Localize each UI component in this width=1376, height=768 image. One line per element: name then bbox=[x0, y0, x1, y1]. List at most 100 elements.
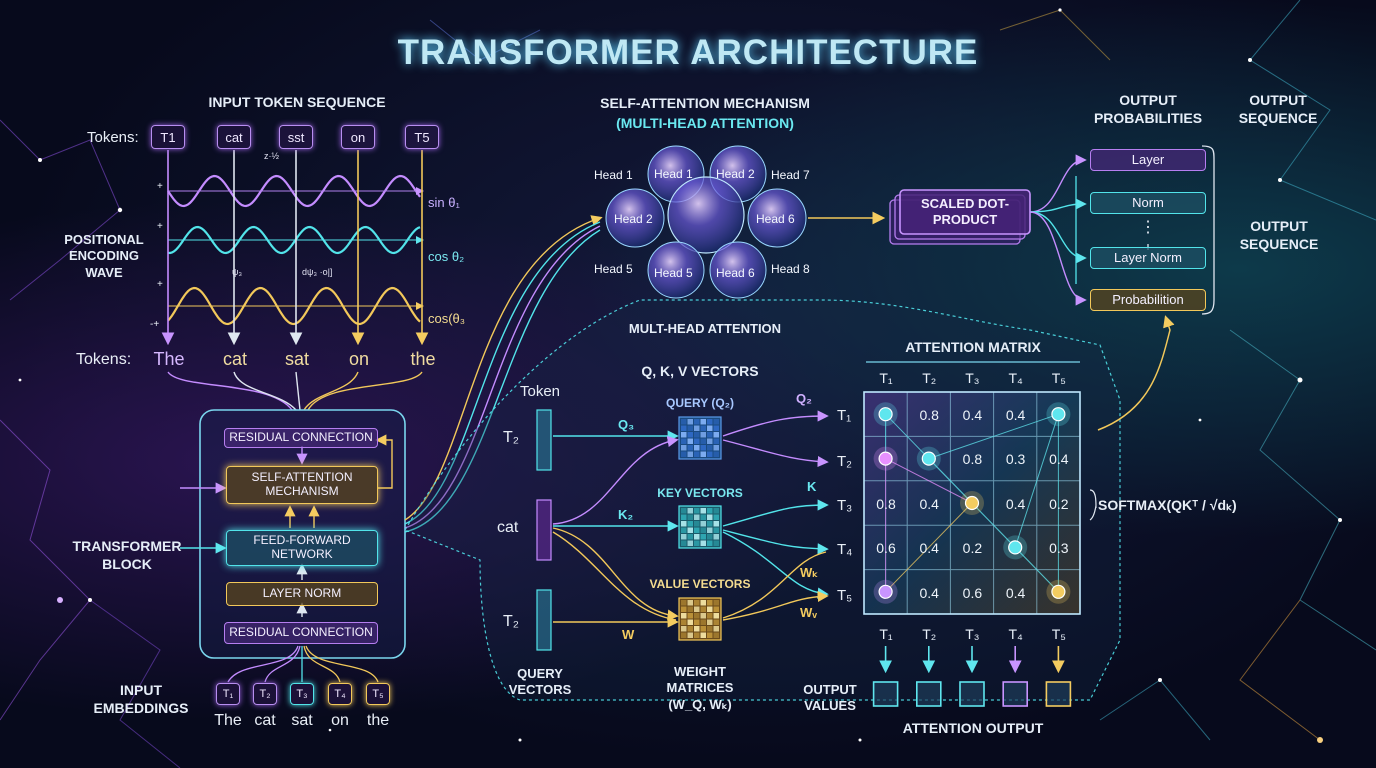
matrix-node-2 bbox=[1051, 407, 1066, 422]
output-probabilities-heading: OUTPUT PROBABILITIES bbox=[1088, 92, 1208, 127]
arrow-label-q2: Q₂ bbox=[796, 391, 812, 406]
output-layer-norm-box: Layer Norm bbox=[1090, 247, 1206, 269]
positional-label-line-3: WAVE bbox=[85, 264, 123, 280]
bottom-token-4: on bbox=[348, 349, 370, 369]
wave-annotation-2: ψ₃ bbox=[232, 267, 243, 277]
matrix-node-5 bbox=[964, 495, 980, 511]
matrix-cell-4-2: 0.4 bbox=[919, 540, 939, 557]
matrix-cell-2-4: 0.3 bbox=[1005, 451, 1026, 468]
output-values-label: OUTPUT VALUES bbox=[790, 682, 870, 715]
token-column-label: Token bbox=[520, 383, 561, 400]
token-converge-lines bbox=[167, 371, 423, 411]
self-attention-layer: SELF-ATTENTION MECHANISM bbox=[226, 466, 378, 504]
matrix-to-output-arrow bbox=[1097, 315, 1175, 431]
weight-matrices bbox=[678, 416, 722, 641]
weight-label-line-2: MATRICES bbox=[666, 680, 734, 696]
wave-axis-mark-1: + bbox=[157, 181, 163, 192]
output-values-line-2: VALUES bbox=[804, 698, 856, 714]
wave-annotation-3: dψ₃ ·o|] bbox=[302, 267, 333, 277]
output-col-header-5: T₅ bbox=[1051, 626, 1066, 642]
bottom-token-3: sat bbox=[284, 349, 309, 369]
head-label-outer-8: Head 8 bbox=[771, 262, 810, 276]
matrix-node-7 bbox=[878, 584, 893, 599]
qkv-input-1: T₂ bbox=[503, 429, 519, 446]
token-drop-lines bbox=[161, 150, 429, 346]
embedding-box-5: T₅ bbox=[366, 683, 390, 705]
bottom-token-2: cat bbox=[222, 349, 247, 369]
qkv-heading: Q, K, V VECTORS bbox=[641, 363, 759, 379]
embedding-box-4: T₄ bbox=[328, 683, 352, 705]
matrix-col-header-3: T₃ bbox=[965, 370, 980, 386]
scaled-dot-product-label: SCALED DOT-PRODUCT bbox=[920, 196, 1010, 227]
output-col-header-2: T₂ bbox=[922, 626, 937, 642]
qkv-target-2: T₂ bbox=[837, 453, 852, 470]
embeddings-label-line-1: INPUT bbox=[120, 682, 162, 698]
arrow-label-k: K bbox=[807, 479, 817, 494]
qkv-target-4: T₄ bbox=[837, 541, 853, 558]
matrix-node-3 bbox=[878, 451, 893, 466]
output-arrows bbox=[879, 646, 1065, 674]
head-label-inner-1: Head 1 bbox=[654, 167, 693, 181]
positional-label-line-1: POSITIONAL bbox=[64, 232, 144, 247]
matrix-cell-3-1: 0.8 bbox=[876, 495, 896, 512]
matrix-col-header-1: T₁ bbox=[879, 370, 893, 386]
head-label-inner-2b: Head 2 bbox=[614, 212, 653, 226]
head-label-outer-5: Head 5 bbox=[594, 262, 633, 276]
wave-label-cos3: cos(θ₃ bbox=[428, 311, 466, 326]
positional-label-line-2: ENCODING bbox=[68, 248, 140, 264]
probabilities-heading-line-2: PROBABILITIES bbox=[1093, 109, 1203, 126]
output-col-header-4: T₄ bbox=[1008, 626, 1023, 642]
input-sequence-heading: INPUT TOKEN SEQUENCE bbox=[208, 94, 386, 110]
embedding-box-1: T₁ bbox=[216, 683, 240, 705]
probabilities-heading-line-1: OUTPUT bbox=[1119, 92, 1177, 108]
feed-forward-layer: FEED-FORWARD NETWORK bbox=[226, 530, 378, 566]
embedding-box-3: T₃ bbox=[290, 683, 314, 705]
output-col-header-3: T₃ bbox=[965, 626, 980, 642]
positional-encoding-label: POSITIONAL ENCODING WAVE bbox=[44, 232, 164, 281]
bottom-token-1: The bbox=[153, 349, 185, 369]
softmax-formula: SOFTMAX(QKᵀ / √dₖ) bbox=[1098, 497, 1237, 513]
wave-axis-mark-3: + bbox=[157, 279, 163, 290]
matrix-cell-3-4: 0.4 bbox=[1005, 495, 1026, 512]
matrix-cell-4-1: 0.6 bbox=[876, 540, 896, 557]
block-to-heads-flow bbox=[404, 215, 603, 533]
output-sequence-heading: OUTPUT SEQUENCE bbox=[1228, 92, 1328, 127]
scaled-dot-box bbox=[889, 189, 1031, 245]
residual-connection-bottom: RESIDUAL CONNECTION bbox=[224, 622, 378, 644]
matrix-cell-4-5: 0.3 bbox=[1049, 540, 1069, 557]
embedding-word-5: the bbox=[366, 712, 390, 729]
weight-matrices-label: WEIGHT MATRICES (W_Q, Wₖ) bbox=[640, 664, 760, 713]
positional-waves bbox=[167, 174, 424, 326]
top-token-4: on bbox=[341, 125, 375, 149]
wave-label-sin: sin θ₁ bbox=[428, 195, 460, 210]
output-col-header-1: T₁ bbox=[879, 626, 893, 642]
arrow-label-wk: Wₖ bbox=[800, 565, 818, 580]
qkv-target-3: T₃ bbox=[837, 497, 853, 514]
embedding-word-1: The bbox=[214, 712, 242, 729]
embeddings-label-line-2: EMBEDDINGS bbox=[93, 699, 189, 716]
matrix-links bbox=[885, 413, 1059, 593]
output-value-box-5 bbox=[1045, 681, 1072, 707]
attention-heads bbox=[605, 145, 807, 299]
residual-connection-top: RESIDUAL CONNECTION bbox=[224, 428, 378, 448]
arrow-label-q3: Q₃ bbox=[618, 417, 635, 432]
transformer-label-line-2: BLOCK bbox=[102, 555, 152, 572]
query-label: QUERY (Q₂) bbox=[665, 396, 734, 410]
multi-head-caption: MULT-HEAD ATTENTION bbox=[628, 321, 782, 336]
output-values-line-1: OUTPUT bbox=[803, 682, 857, 697]
output-value-boxes bbox=[872, 681, 1072, 707]
head-label-inner-5: Head 5 bbox=[654, 266, 693, 280]
wave-axis-mark-4: -+ bbox=[150, 319, 160, 330]
scaled-to-output-fan bbox=[1029, 154, 1087, 306]
qkv-input-2: cat bbox=[497, 519, 519, 536]
matrix-cell-2-3: 0.8 bbox=[962, 451, 983, 468]
qkv-input-3: T₂ bbox=[503, 613, 519, 630]
input-embeddings-label: INPUT EMBEDDINGS bbox=[76, 682, 206, 717]
output-sequence-side-label: OUTPUT SEQUENCE bbox=[1224, 218, 1334, 253]
sequence-heading-line-1: OUTPUT bbox=[1249, 92, 1307, 108]
background-stars bbox=[18, 8, 1342, 743]
output-value-box-2 bbox=[915, 681, 942, 707]
qkv-target-1: T₁ bbox=[837, 407, 852, 424]
key-vectors-label: KEY VECTORS bbox=[657, 486, 743, 500]
page-title: TRANSFORMER ARCHITECTURE bbox=[397, 33, 979, 72]
